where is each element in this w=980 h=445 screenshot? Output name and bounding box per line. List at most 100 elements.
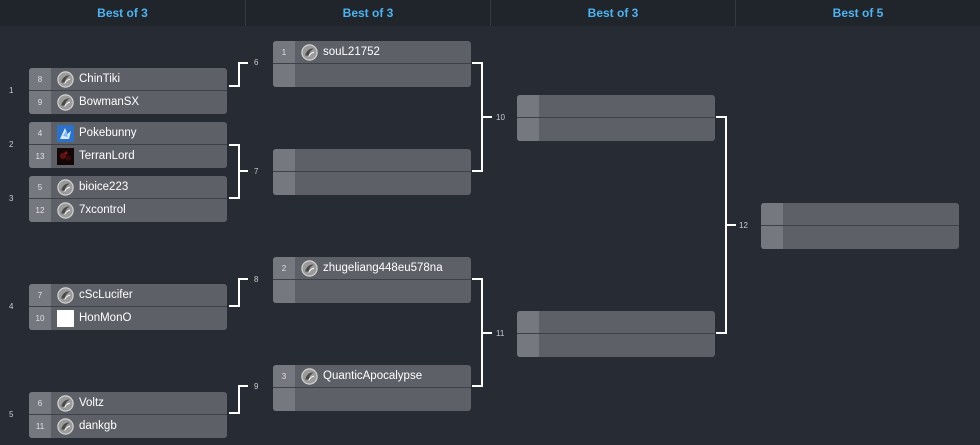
- seed-number: 2: [273, 257, 295, 279]
- connector-m1-m6: [229, 62, 248, 87]
- seed-number: 7: [29, 284, 51, 306]
- empty-slot[interactable]: [517, 334, 715, 357]
- seed-number: 5: [29, 176, 51, 198]
- seed-number: [517, 118, 539, 141]
- default-player-icon: [301, 260, 318, 277]
- default-player-icon: [301, 368, 318, 385]
- player-name[interactable]: QuanticApocalypse: [323, 370, 423, 382]
- seed-number: [761, 226, 783, 249]
- empty-slot[interactable]: [517, 311, 715, 334]
- player-name[interactable]: dankgb: [79, 420, 117, 432]
- empty-slot[interactable]: [761, 226, 959, 249]
- player-name[interactable]: cScLucifer: [79, 289, 133, 301]
- player-name[interactable]: 7xcontrol: [79, 204, 126, 216]
- player-name[interactable]: HonMonO: [79, 312, 132, 324]
- match-7[interactable]: [273, 149, 471, 195]
- empty-slot[interactable]: [517, 118, 715, 141]
- player-name[interactable]: Voltz: [79, 397, 104, 409]
- seed-number: 9: [29, 91, 51, 114]
- seed-number: [273, 280, 295, 303]
- match-number: 4: [9, 302, 14, 311]
- seed-number: 3: [273, 365, 295, 387]
- match-11[interactable]: [517, 311, 715, 357]
- seed-number: [517, 311, 539, 333]
- connector-m6-m7: [472, 62, 483, 172]
- player-slot[interactable]: 13 TerranLord: [29, 145, 227, 168]
- match-3[interactable]: 5 bioice223 12 7xcontrol: [29, 176, 227, 222]
- seed-number: 4: [29, 122, 51, 144]
- match-10[interactable]: [517, 95, 715, 141]
- player-name[interactable]: ChinTiki: [79, 73, 121, 85]
- round-1-header: Best of 3: [0, 0, 245, 26]
- honmono-avatar: [57, 310, 74, 327]
- connector-m5-m9: [229, 385, 248, 414]
- seed-number: 8: [29, 68, 51, 90]
- default-player-icon: [57, 202, 74, 219]
- player-name[interactable]: BowmanSX: [79, 96, 140, 108]
- player-name[interactable]: TerranLord: [79, 150, 135, 162]
- connector-m4-m8: [229, 278, 248, 307]
- player-name[interactable]: souL21752: [323, 46, 380, 58]
- empty-slot[interactable]: [273, 172, 471, 195]
- match-number: 7: [254, 167, 259, 176]
- default-player-icon: [57, 71, 74, 88]
- empty-slot[interactable]: [517, 95, 715, 118]
- match-12[interactable]: [761, 203, 959, 249]
- match-4[interactable]: 7 cScLucifer 10 HonMonO: [29, 284, 227, 330]
- seed-number: 12: [29, 199, 51, 222]
- match-8[interactable]: 2 zhugeliang448eu578na: [273, 257, 471, 303]
- pokebunny-avatar: [57, 125, 74, 142]
- player-slot[interactable]: 4 Pokebunny: [29, 122, 227, 145]
- seed-number: [273, 172, 295, 195]
- connector-m10-m11: [716, 116, 727, 334]
- seed-number: 13: [29, 145, 51, 168]
- match-2[interactable]: 4 Pokebunny 13 TerranLord: [29, 122, 227, 168]
- match-number: 11: [496, 329, 505, 338]
- player-name[interactable]: bioice223: [79, 181, 129, 193]
- default-player-icon: [57, 395, 74, 412]
- empty-slot[interactable]: [273, 64, 471, 87]
- player-slot[interactable]: 2 zhugeliang448eu578na: [273, 257, 471, 280]
- round-header-bar: Best of 3 Best of 3 Best of 3 Best of 5: [0, 0, 980, 26]
- match-number: 6: [254, 58, 259, 67]
- player-slot[interactable]: 10 HonMonO: [29, 307, 227, 330]
- empty-slot[interactable]: [273, 149, 471, 172]
- default-player-icon: [57, 179, 74, 196]
- match-number: 3: [9, 194, 14, 203]
- player-slot[interactable]: 7 cScLucifer: [29, 284, 227, 307]
- default-player-icon: [57, 287, 74, 304]
- terranlord-avatar: [57, 148, 74, 165]
- player-slot[interactable]: 12 7xcontrol: [29, 199, 227, 222]
- match-number: 1: [9, 86, 14, 95]
- default-player-icon: [57, 418, 74, 435]
- seed-number: [517, 95, 539, 117]
- match-1[interactable]: 8 ChinTiki 9 BowmanSX: [29, 68, 227, 114]
- match-number: 8: [254, 275, 259, 284]
- seed-number: 10: [29, 307, 51, 330]
- match-9[interactable]: 3 QuanticApocalypse: [273, 365, 471, 411]
- seed-number: [761, 203, 783, 225]
- match-number: 10: [496, 113, 505, 122]
- player-slot[interactable]: 9 BowmanSX: [29, 91, 227, 114]
- match-number: 9: [254, 382, 259, 391]
- connector-m8-m9: [472, 278, 483, 387]
- match-number: 12: [739, 221, 748, 230]
- default-player-icon: [57, 94, 74, 111]
- player-slot[interactable]: 11 dankgb: [29, 415, 227, 438]
- empty-slot[interactable]: [761, 203, 959, 226]
- empty-slot[interactable]: [273, 388, 471, 411]
- player-slot[interactable]: 3 QuanticApocalypse: [273, 365, 471, 388]
- player-name[interactable]: zhugeliang448eu578na: [323, 262, 443, 274]
- seed-number: 11: [29, 415, 51, 438]
- seed-number: [517, 334, 539, 357]
- player-slot[interactable]: 5 bioice223: [29, 176, 227, 199]
- player-name[interactable]: Pokebunny: [79, 127, 137, 139]
- empty-slot[interactable]: [273, 280, 471, 303]
- player-slot[interactable]: 8 ChinTiki: [29, 68, 227, 91]
- round-4-header: Best of 5: [735, 0, 980, 26]
